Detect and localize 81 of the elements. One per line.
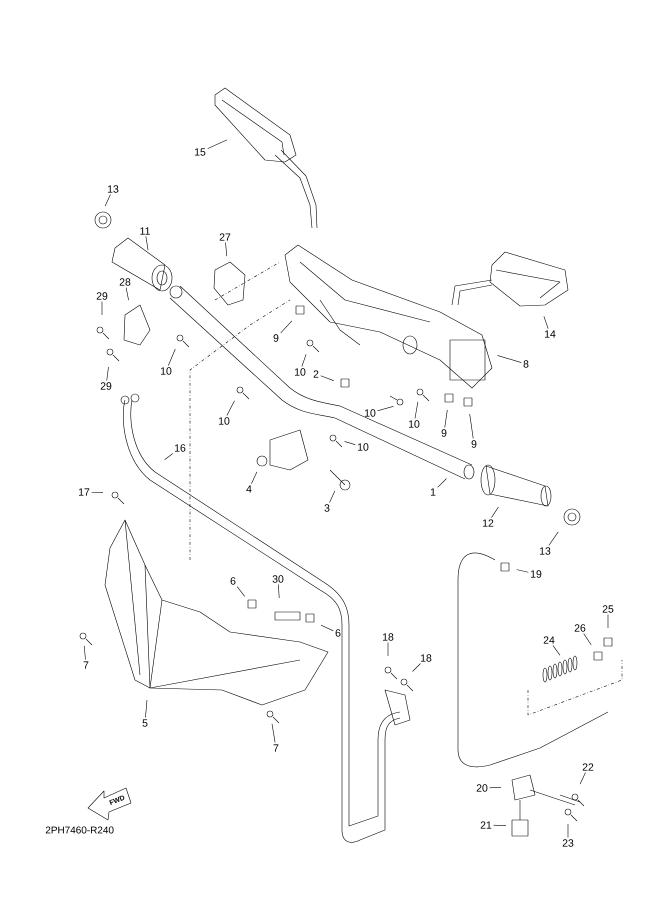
leader-line (444, 410, 448, 428)
leader-line (126, 287, 129, 300)
callout-number: 22 (582, 763, 594, 771)
callout-number: 23 (562, 839, 574, 847)
callout-number: 10 (364, 409, 376, 417)
callout-number: 2 (314, 370, 318, 378)
callout-number: 7 (84, 661, 88, 669)
callout-number: 3 (324, 504, 330, 512)
callout-number: 6 (230, 577, 236, 585)
leader-line (207, 140, 228, 149)
leader-line (414, 402, 418, 419)
callout-number: 25 (602, 605, 614, 613)
callout-number: 9 (442, 429, 446, 437)
callout-number: 7 (274, 744, 278, 752)
callout-number: 20 (476, 784, 488, 792)
callout-number: 27 (220, 233, 230, 241)
leader-line (491, 506, 499, 518)
callout-number: 15 (194, 148, 206, 156)
leader-line (544, 316, 548, 329)
leader-line (489, 787, 502, 788)
callout-number: 10 (218, 417, 230, 425)
leader-line (302, 354, 306, 367)
callout-number: 12 (482, 519, 494, 527)
leader-line (164, 453, 174, 460)
callout-number: 18 (382, 633, 394, 641)
callout-number: 10 (408, 420, 420, 428)
callout-number: 19 (530, 570, 542, 578)
leader-line (437, 478, 447, 488)
callout-number: 11 (140, 227, 150, 235)
callout-number: 8 (524, 360, 528, 368)
leader-line (377, 406, 394, 412)
leader-line (344, 441, 356, 445)
leader-line (516, 569, 529, 573)
callout-number: 9 (472, 440, 476, 448)
callout-number: 13 (108, 185, 118, 193)
leader-line (580, 772, 586, 784)
leader-line (91, 492, 104, 493)
leader-line (320, 624, 334, 632)
callout-number: 17 (78, 488, 90, 496)
callout-number: 10 (160, 367, 172, 375)
leader-line (280, 320, 292, 334)
callout-number: 10 (294, 368, 306, 376)
callout-number: 5 (142, 719, 148, 727)
leader-line (168, 348, 176, 366)
callout-number: 21 (480, 821, 492, 829)
callout-number: 18 (420, 654, 432, 662)
callout-number: 10 (358, 443, 368, 451)
leader-line (469, 414, 474, 439)
callout-number: 16 (174, 444, 186, 452)
leader-line (552, 645, 560, 656)
callout-number: 28 (120, 278, 130, 286)
leader-line (320, 375, 334, 381)
leader-line (84, 646, 86, 660)
callout-number: 4 (246, 485, 252, 493)
callout-number: 24 (544, 636, 554, 644)
leader-line (278, 584, 280, 598)
leader-line (251, 472, 258, 484)
leader-line (104, 194, 111, 206)
leader-line (329, 490, 336, 503)
callout-number: 9 (274, 334, 278, 342)
leader-line (493, 824, 506, 826)
leader-line (272, 724, 276, 743)
callout-number: 1 (430, 488, 436, 496)
leader-line (226, 400, 235, 416)
callout-number: 29 (100, 382, 112, 390)
callout-number: 30 (272, 575, 284, 583)
leader-line (236, 586, 245, 597)
leader-line (583, 633, 592, 646)
callout-number: 6 (336, 629, 340, 637)
leader-line (548, 532, 558, 546)
leader-line (412, 663, 421, 672)
callout-number: 13 (540, 547, 550, 555)
callout-number: 14 (544, 330, 556, 338)
leader-line (497, 355, 522, 363)
leader-line (106, 366, 109, 381)
drawing-number: 2PH7460-R240 (46, 826, 114, 834)
callout-number: 26 (574, 624, 586, 632)
leader-line (145, 700, 148, 718)
leader-line (225, 242, 228, 256)
leader-line (146, 236, 148, 251)
callout-number: 29 (96, 292, 108, 300)
